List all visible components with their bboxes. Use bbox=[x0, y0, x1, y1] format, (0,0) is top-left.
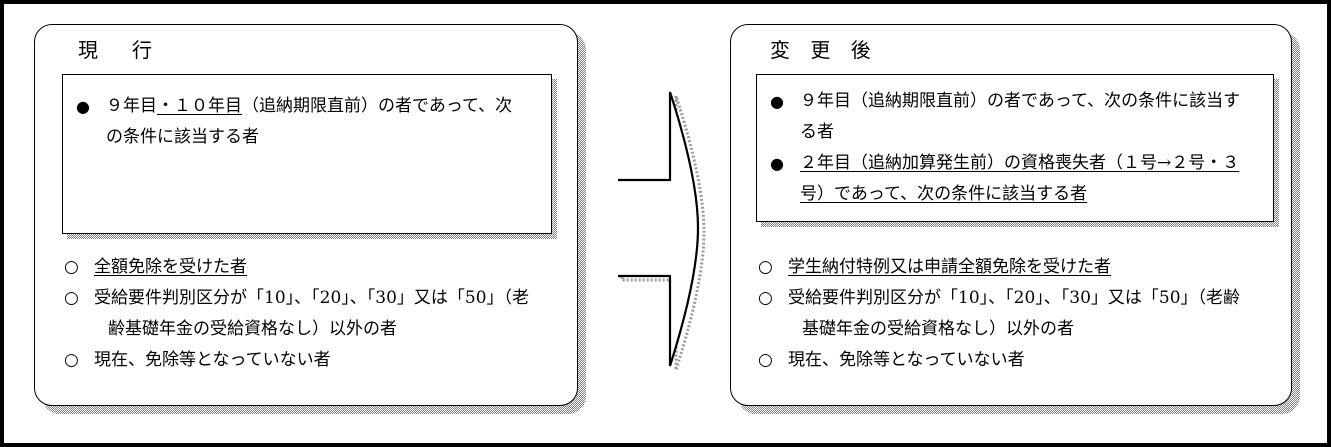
arrow-open-end-mask bbox=[612, 176, 618, 280]
list-item: ○ 現在、免除等となっていない者 bbox=[64, 345, 544, 376]
list-item: ● ９年目・１０年目（追納期限直前）の者であって、次 の条件に該当する者 bbox=[76, 91, 528, 153]
revised-highlight-bullet-list: ● ９年目（追納期限直前）の者であって、次の条件に該当す る者 ● ２年目（追納… bbox=[770, 86, 1254, 210]
list-item: ○ 学生納付特例又は申請全額免除を受けた者 bbox=[758, 252, 1268, 283]
condition-text: 現在、免除等となっていない者 bbox=[788, 345, 1268, 376]
condition-line: 現在、免除等となっていない者 bbox=[94, 350, 331, 370]
bullet-line-underlined: ・１０年目 bbox=[157, 96, 242, 116]
current-highlight-bullet-list: ● ９年目・１０年目（追納期限直前）の者であって、次 の条件に該当する者 bbox=[76, 91, 528, 153]
page-title-revised: 変 更 後 bbox=[770, 38, 878, 62]
revised-highlight-box: ● ９年目（追納期限直前）の者であって、次の条件に該当す る者 ● ２年目（追納… bbox=[756, 74, 1279, 227]
bullet-line-pre: ９年目 bbox=[106, 96, 157, 116]
bullet-line-2: の条件に該当する者 bbox=[106, 127, 259, 147]
bullet-line-1: ２年目（追納加算発生前）の資格喪失者（１号→２号・３ bbox=[800, 153, 1240, 173]
page-title-current: 現 行 bbox=[78, 38, 159, 62]
hollow-bullet-icon: ○ bbox=[758, 257, 773, 277]
filled-bullet-icon: ● bbox=[770, 154, 784, 173]
bullet-text: ９年目・１０年目（追納期限直前）の者であって、次 の条件に該当する者 bbox=[106, 91, 528, 153]
condition-line: 受給要件判別区分が「10」、「20」、「30」又は「50」（老 bbox=[94, 288, 530, 308]
condition-line: 受給要件判別区分が「10」、「20」、「30」又は「50」（老齢 bbox=[788, 288, 1241, 308]
hollow-bullet-icon: ○ bbox=[758, 350, 773, 370]
bullet-text: ２年目（追納加算発生前）の資格喪失者（１号→２号・３ 号）であって、次の条件に該… bbox=[800, 148, 1254, 210]
condition-text: 受給要件判別区分が「10」、「20」、「30」又は「50」（老 齢基礎年金の受給… bbox=[94, 283, 544, 345]
list-item: ○ 受給要件判別区分が「10」、「20」、「30」又は「50」（老 齢基礎年金の… bbox=[64, 283, 544, 345]
condition-line-cont: 齢基礎年金の受給資格なし）以外の者 bbox=[108, 319, 397, 339]
list-item: ● ９年目（追納期限直前）の者であって、次の条件に該当す る者 bbox=[770, 86, 1254, 148]
list-item: ○ 現在、免除等となっていない者 bbox=[758, 345, 1268, 376]
arrow-outline bbox=[614, 91, 700, 367]
right-block-arrow-icon bbox=[612, 91, 706, 371]
condition-text: 受給要件判別区分が「10」、「20」、「30」又は「50」（老齢 基礎年金の受給… bbox=[788, 283, 1268, 345]
condition-line-cont: 基礎年金の受給資格なし）以外の者 bbox=[802, 319, 1074, 339]
filled-bullet-icon: ● bbox=[770, 92, 784, 111]
hollow-bullet-icon: ○ bbox=[64, 350, 79, 370]
current-highlight-box: ● ９年目・１０年目（追納期限直前）の者であって、次 の条件に該当する者 bbox=[62, 74, 557, 239]
condition-line: 学生納付特例又は申請全額免除を受けた者 bbox=[788, 257, 1111, 277]
current-scheme-panel: 現 行 ● ９年目・１０年目（追納期限直前）の者であって、次 の条件に該当する者… bbox=[34, 24, 586, 414]
hollow-bullet-icon: ○ bbox=[64, 288, 79, 308]
current-conditions-list: ○ 全額免除を受けた者 ○ 受給要件判別区分が「10」、「20」、「30」又は「… bbox=[64, 252, 544, 376]
inner-box-body bbox=[62, 74, 552, 234]
hollow-bullet-icon: ○ bbox=[758, 288, 773, 308]
condition-line: 全額免除を受けた者 bbox=[94, 257, 247, 277]
bullet-text: ９年目（追納期限直前）の者であって、次の条件に該当す る者 bbox=[800, 86, 1254, 148]
transition-arrow bbox=[612, 78, 708, 378]
revised-conditions-list: ○ 学生納付特例又は申請全額免除を受けた者 ○ 受給要件判別区分が「10」、「2… bbox=[758, 252, 1268, 376]
filled-bullet-icon: ● bbox=[76, 97, 90, 116]
list-item: ● ２年目（追納加算発生前）の資格喪失者（１号→２号・３ 号）であって、次の条件… bbox=[770, 148, 1254, 210]
revised-scheme-panel: 変 更 後 ● ９年目（追納期限直前）の者であって、次の条件に該当す る者 ● … bbox=[730, 24, 1300, 414]
condition-text: 学生納付特例又は申請全額免除を受けた者 bbox=[788, 252, 1268, 283]
bullet-line-2: 号）であって、次の条件に該当する者 bbox=[800, 184, 1088, 204]
list-item: ○ 全額免除を受けた者 bbox=[64, 252, 544, 283]
hollow-bullet-icon: ○ bbox=[64, 257, 79, 277]
bullet-line-post: （追納期限直前）の者であって、次 bbox=[242, 96, 513, 116]
bullet-line-2: る者 bbox=[800, 122, 834, 142]
inner-box-body bbox=[756, 74, 1274, 222]
condition-text: 全額免除を受けた者 bbox=[94, 252, 544, 283]
condition-line: 現在、免除等となっていない者 bbox=[788, 350, 1025, 370]
list-item: ○ 受給要件判別区分が「10」、「20」、「30」又は「50」（老齢 基礎年金の… bbox=[758, 283, 1268, 345]
bullet-line-1: ９年目（追納期限直前）の者であって、次の条件に該当す bbox=[800, 91, 1241, 111]
condition-text: 現在、免除等となっていない者 bbox=[94, 345, 544, 376]
